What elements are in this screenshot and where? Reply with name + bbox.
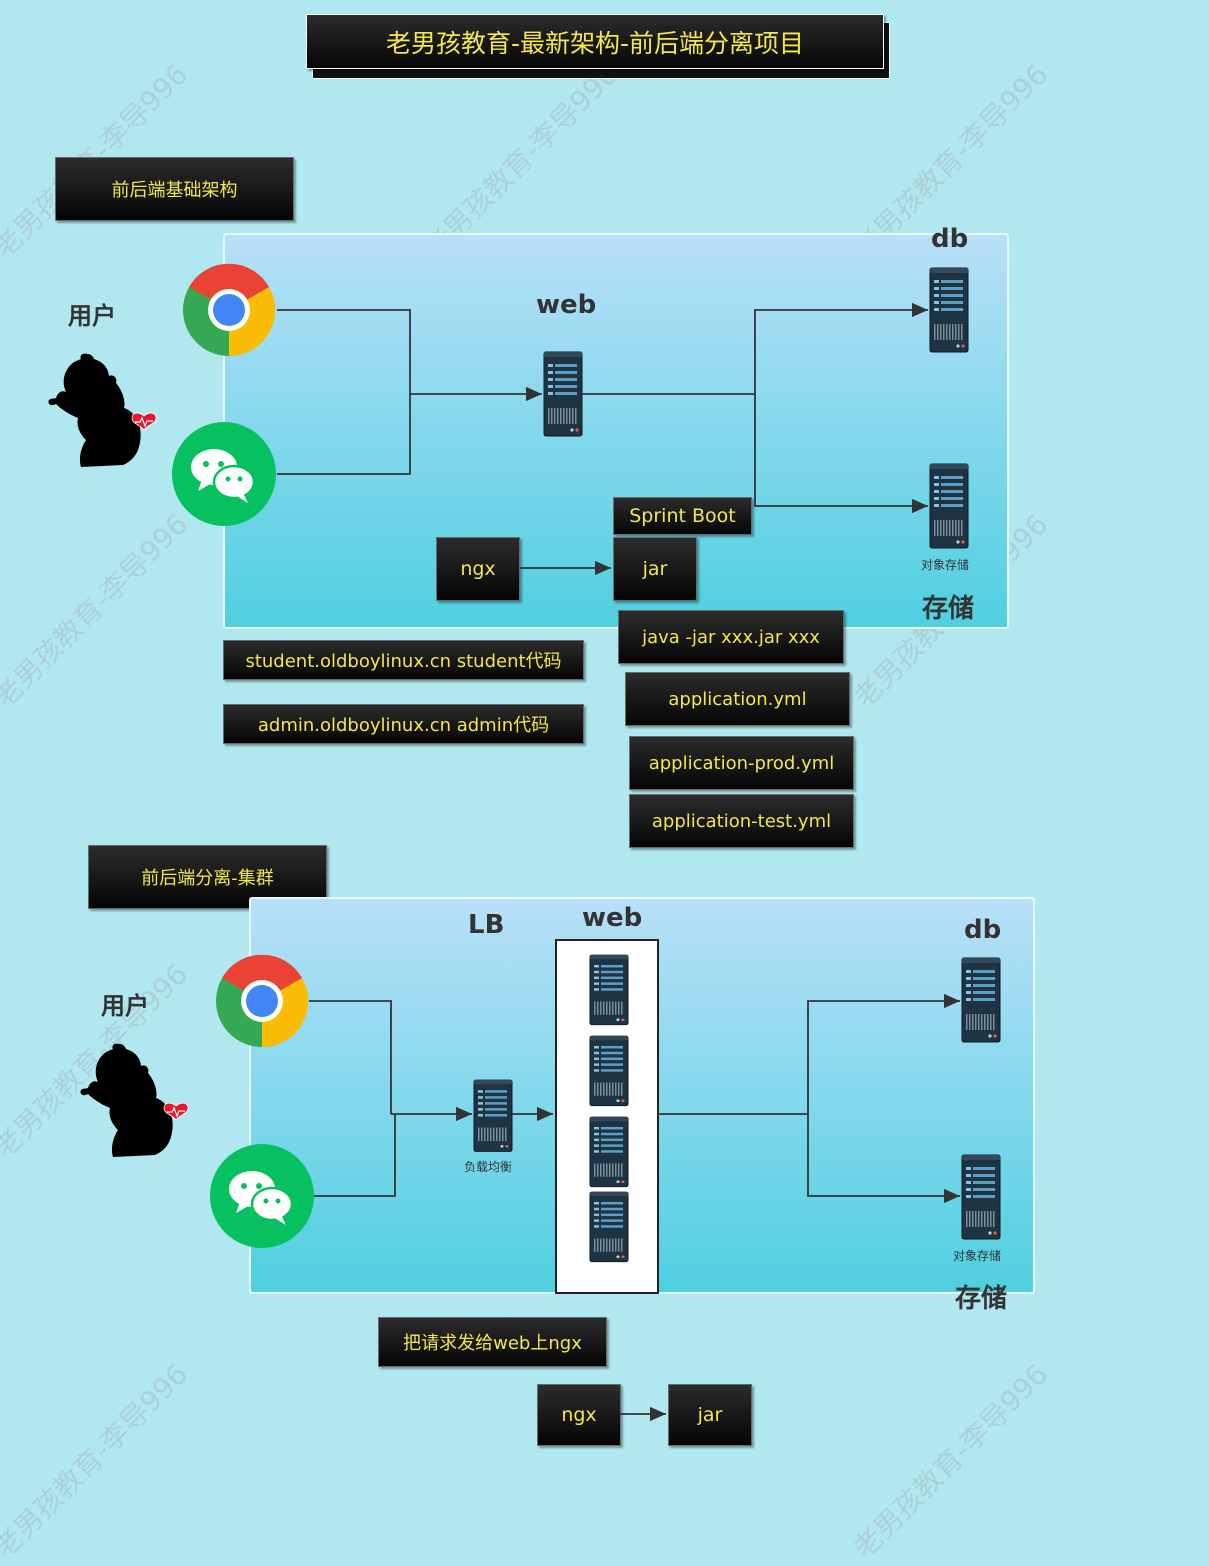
section1-storage-caption: 对象存储 — [921, 558, 970, 572]
springboot-box: Sprint Boot — [613, 497, 752, 535]
section2-storage-caption: 对象存储 — [953, 1249, 1002, 1263]
section2-lb-label: LB — [468, 910, 505, 940]
section1-web-label: web — [536, 290, 597, 320]
wechat-icon — [208, 1142, 316, 1250]
storage-server-icon — [929, 463, 969, 549]
web-server-icon — [589, 1116, 629, 1188]
application-yml-box: application.yml — [625, 672, 850, 726]
section2-web-label: web — [582, 903, 643, 933]
application-prod-yml-box: application-prod.yml — [629, 736, 854, 790]
forward-box: 把请求发给web上ngx — [378, 1317, 607, 1367]
section1-ngx-box: ngx — [436, 537, 520, 601]
section1-db-label: db — [931, 224, 969, 254]
section2-storage-label: 存储 — [955, 1284, 1008, 1314]
section1-jar-box: jar — [613, 537, 697, 601]
section2-user-label: 用户 — [101, 992, 149, 1020]
db-server-icon — [961, 957, 1001, 1043]
application-test-yml-box: application-test.yml — [629, 794, 854, 848]
wechat-icon — [170, 420, 278, 528]
diagram-graphics — [48, 263, 1001, 1422]
web-server-icon — [589, 1191, 629, 1263]
web-server-icon — [589, 954, 629, 1026]
lb-caption: 负载均衡 — [464, 1160, 513, 1174]
section2-connectors — [309, 993, 960, 1422]
section2-ngx-box: ngx — [537, 1384, 621, 1446]
java-command-box: java -jar xxx.jar xxx — [618, 610, 844, 664]
section2-jar-box: jar — [668, 1384, 752, 1446]
section1-connectors — [277, 302, 928, 576]
chrome-icon — [183, 263, 276, 357]
user-silhouette-icon — [80, 1043, 173, 1157]
section1-heading: 前后端基础架构 — [55, 157, 294, 221]
chrome-icon — [216, 954, 309, 1048]
section2-db-label: db — [964, 915, 1002, 945]
admin-domain-box: admin.oldboylinux.cn admin代码 — [223, 704, 584, 744]
page-title: 老男孩教育-最新架构-前后端分离项目 — [306, 14, 884, 69]
db-server-icon — [929, 267, 969, 353]
storage-server-icon — [961, 1154, 1001, 1240]
section1-user-label: 用户 — [68, 302, 116, 330]
section1-storage-label: 存储 — [922, 594, 975, 624]
web-server-icon — [589, 1035, 629, 1107]
web-server-icon — [543, 351, 583, 437]
student-domain-box: student.oldboylinux.cn student代码 — [223, 640, 584, 680]
lb-server-icon — [473, 1079, 513, 1152]
user-silhouette-icon — [48, 353, 141, 467]
section2-heading: 前后端分离-集群 — [88, 845, 327, 909]
